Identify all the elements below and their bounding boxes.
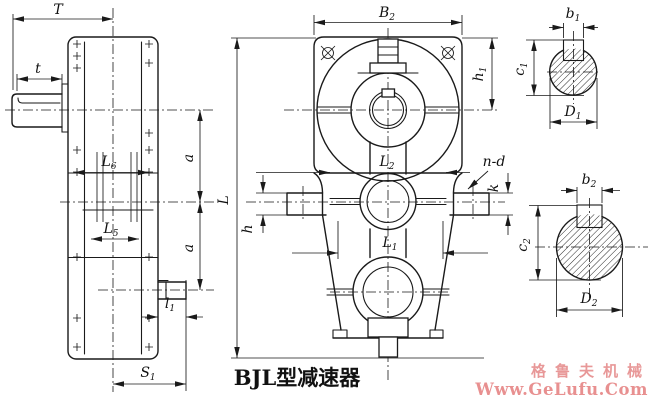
label-l1: l1 — [165, 296, 175, 314]
label-t: t — [35, 61, 41, 77]
label-a-lower: a — [181, 244, 197, 252]
dim-h1: h1 — [462, 37, 498, 110]
bolt-hole-left — [320, 45, 336, 61]
neck-lower — [369, 228, 407, 259]
label-h1: h1 — [471, 67, 489, 82]
dim-b2: b2 — [561, 172, 620, 203]
watermark-line2: Www.GeLufu.Com — [474, 380, 648, 399]
input-shaft — [11, 93, 63, 128]
mid-bore-circle — [366, 179, 410, 224]
shaft-section-2: b2 c2 D2 — [515, 172, 648, 317]
dim-L2: L2 — [256, 154, 470, 176]
section1-centerlines — [547, 31, 600, 104]
dim-L5: L5 — [91, 221, 139, 242]
dim-B2: B2 — [313, 5, 463, 35]
neck-upper — [369, 141, 407, 175]
dim-a-lower: a — [181, 202, 203, 290]
label-D2: D2 — [580, 291, 598, 309]
label-L5: L5 — [102, 221, 118, 239]
dim-l1: l1 — [141, 280, 203, 391]
watermark: 格鲁夫机械 Www.GeLufu.Com — [474, 362, 650, 399]
label-c2: c2 — [515, 238, 533, 252]
rib-lines-top — [316, 106, 460, 114]
bolt-hole-right — [440, 45, 456, 61]
bottom-bore-circle — [362, 266, 414, 318]
label-L2: L2 — [378, 154, 394, 172]
dim-L: L — [216, 37, 484, 359]
dim-D2: D2 — [556, 258, 623, 317]
input-shaft-keyway — [17, 97, 61, 104]
watermark-line1: 格鲁夫机械 — [531, 362, 650, 380]
dim-t: t — [16, 61, 63, 91]
dim-c1: c1 — [512, 39, 584, 96]
label-n-d: n-d — [483, 154, 506, 170]
dim-b1: b1 — [549, 6, 598, 38]
dim-L6: L6 — [74, 154, 149, 176]
label-L1: L1 — [381, 235, 397, 253]
label-D1: D1 — [564, 104, 582, 122]
front-view: L B2 h1 L2 L1 h — [216, 5, 513, 390]
side-housing — [67, 36, 159, 360]
label-b2: b2 — [582, 172, 597, 190]
dim-D1: D1 — [549, 78, 598, 129]
label-L: L — [216, 195, 232, 205]
lower-body-profile — [286, 172, 490, 339]
label-b1: b1 — [566, 6, 581, 24]
dim-k: k — [486, 173, 513, 235]
dim-T: T — [12, 2, 113, 90]
rib-lines-bottom — [326, 288, 450, 296]
output-shaft — [378, 336, 399, 358]
output-boss-block — [367, 317, 409, 338]
side-housing-details — [61, 41, 159, 355]
label-a-upper: a — [181, 154, 197, 162]
vent-plug — [357, 38, 419, 74]
dim-a-upper: a — [181, 110, 203, 202]
dim-c2: c2 — [515, 205, 601, 281]
shaft-section-1: b1 c1 D1 — [512, 6, 600, 129]
front-housing-top — [313, 36, 463, 174]
label-L6: L6 — [100, 154, 116, 172]
caption: BJL型减速器 — [234, 365, 361, 390]
dim-h: h — [240, 175, 290, 234]
section2-centerlines — [535, 198, 648, 298]
dim-L1: L1 — [292, 221, 488, 259]
label-k: k — [486, 184, 502, 192]
dim-S1: S1 — [113, 365, 186, 387]
rib-lines-mid — [329, 197, 447, 206]
label-B2: B2 — [378, 5, 395, 23]
callout-n-d: n-d — [467, 154, 506, 190]
shaft-hole-keyway-notch — [381, 88, 396, 98]
mid-boss-circle — [359, 172, 417, 231]
label-S1: S1 — [140, 365, 155, 383]
label-T: T — [53, 2, 64, 18]
label-c1: c1 — [512, 62, 530, 76]
label-h: h — [240, 224, 256, 233]
side-view: T t L6 L5 a a l1 S — [5, 2, 214, 392]
